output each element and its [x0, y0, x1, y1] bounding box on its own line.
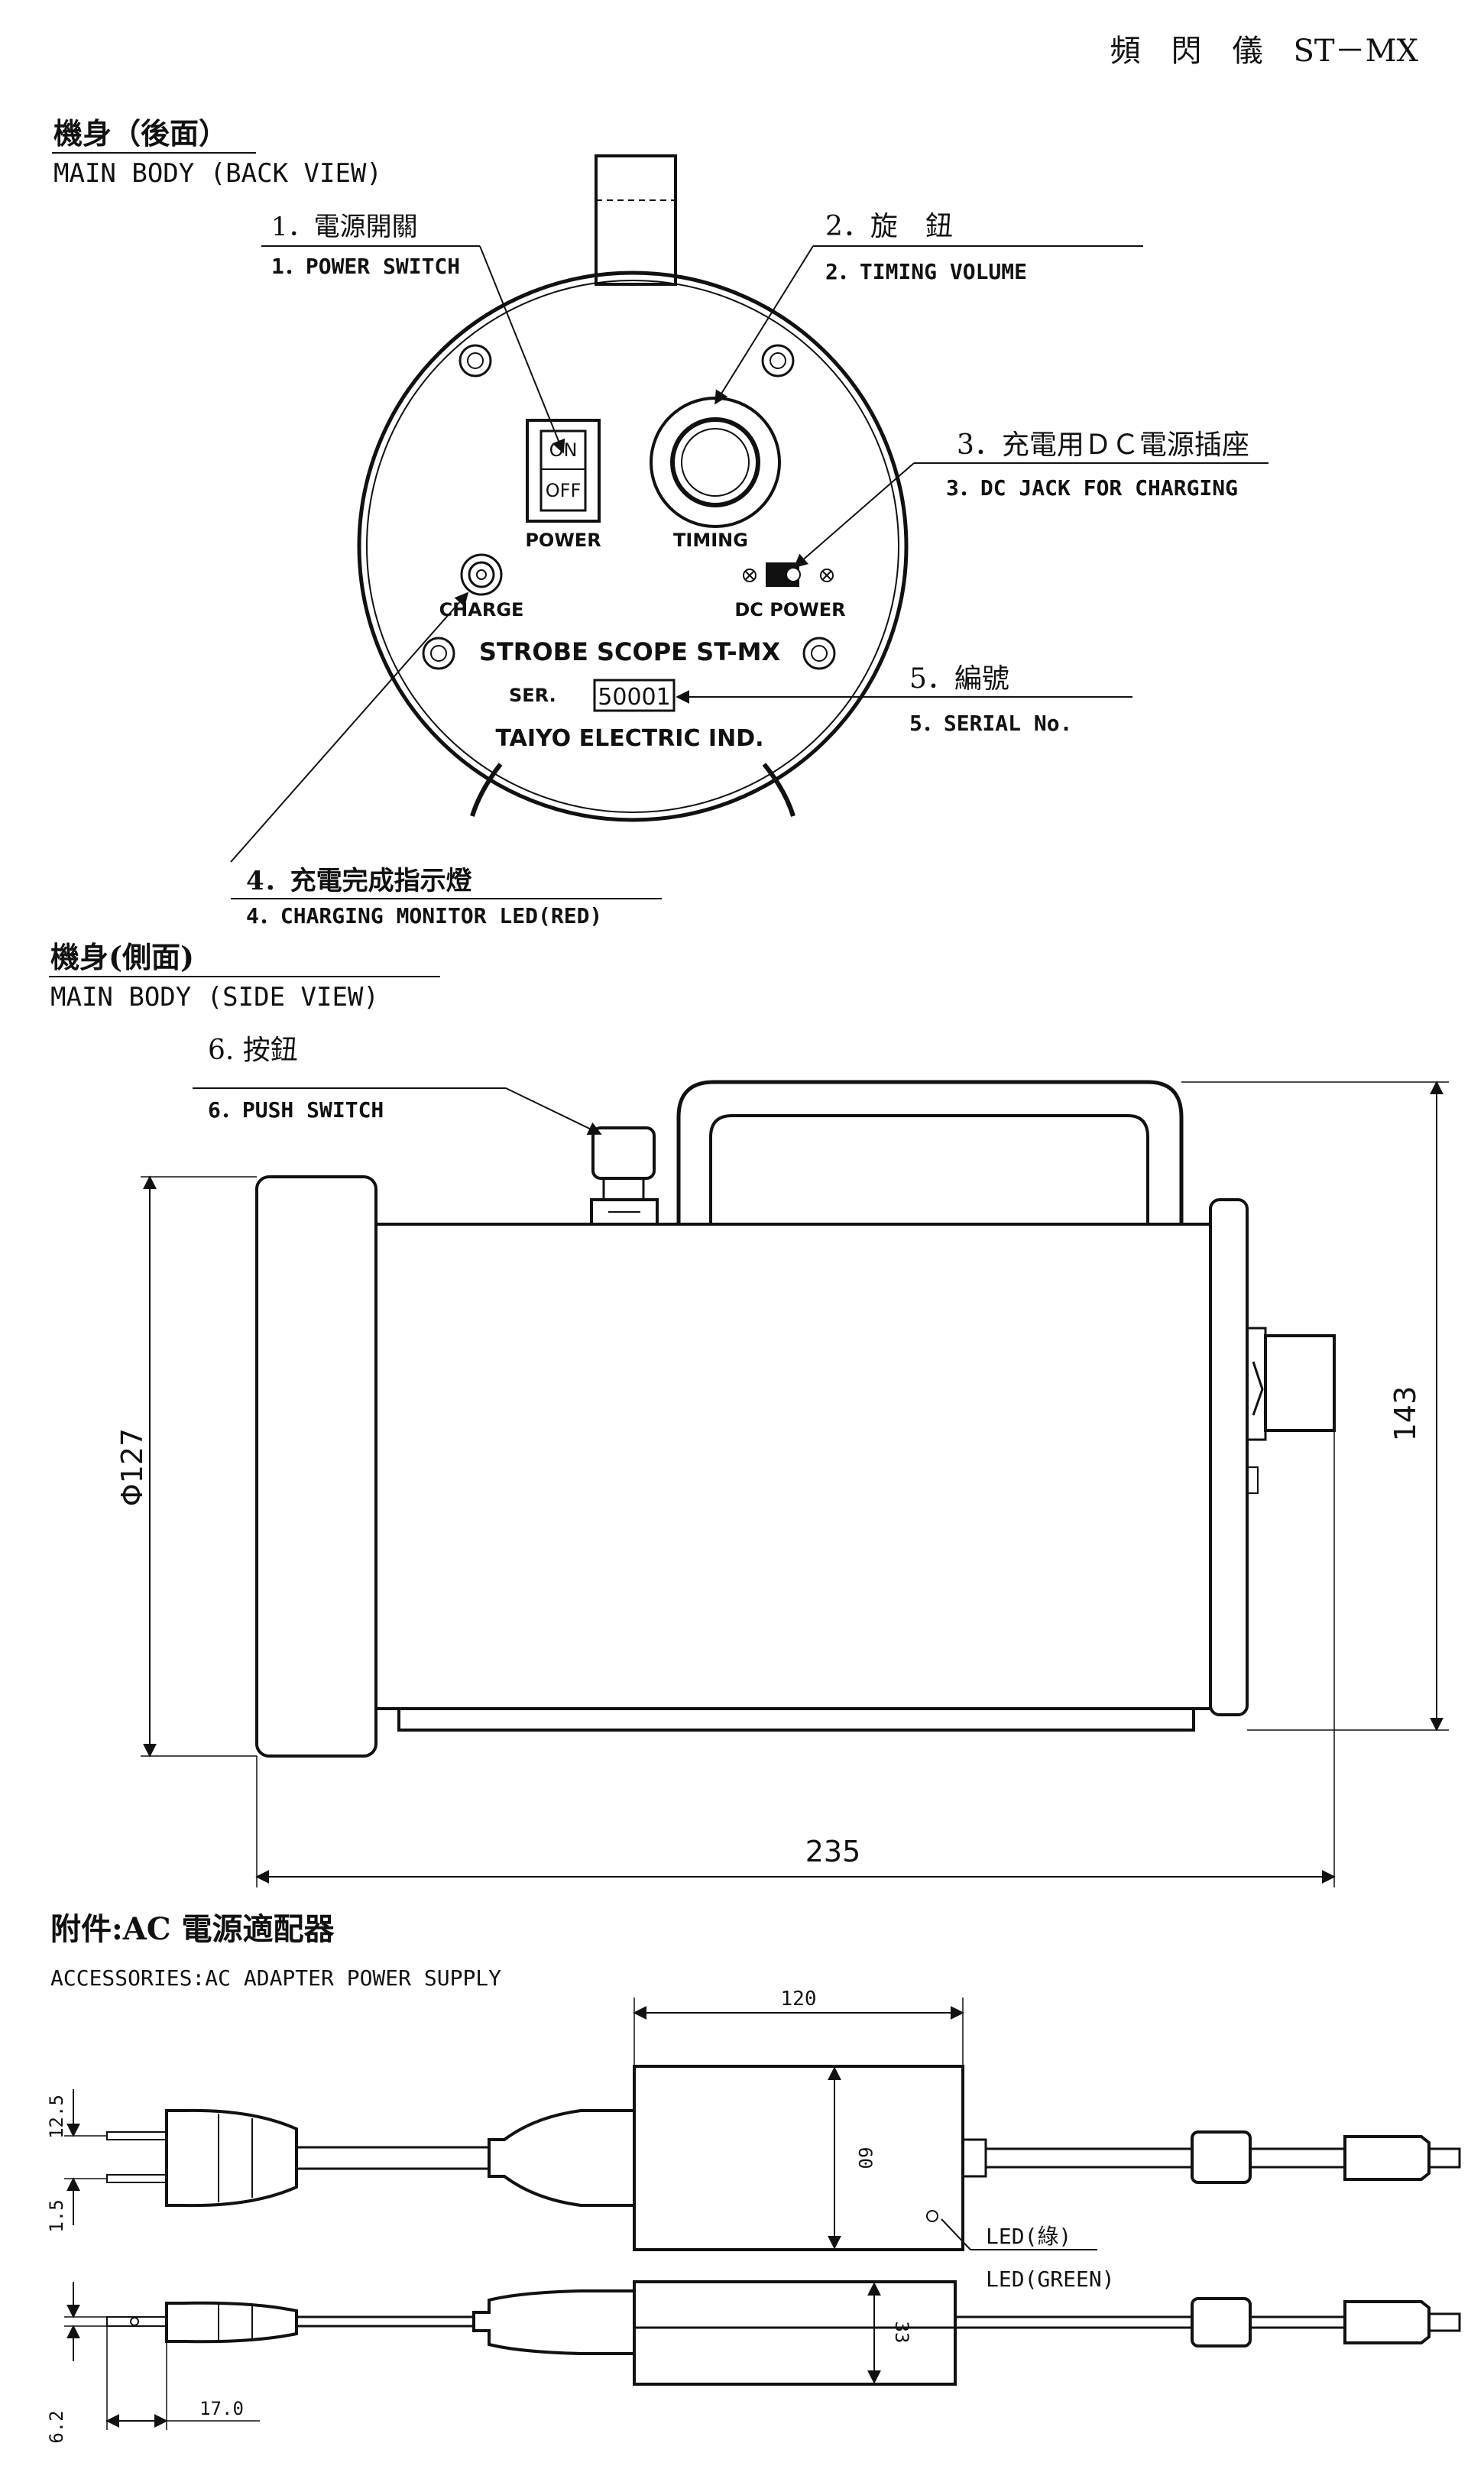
callout-6-en: 6．PUSH SWITCH — [208, 1097, 384, 1123]
led-label-zh: LED(綠) — [986, 2224, 1071, 2249]
callout-6-zh: 6. 按鈕 — [208, 1035, 298, 1066]
dim-pin-length — [105, 2326, 260, 2430]
ser-label: SER. — [509, 685, 556, 706]
serial-box — [593, 679, 676, 712]
side-view-title-en: MAIN BODY (SIDE VIEW) — [50, 982, 379, 1013]
carry-handle[interactable] — [676, 1080, 1184, 1224]
timing-knob[interactable] — [650, 397, 781, 528]
switch-off-label: OFF — [546, 480, 582, 501]
dim-pin-spacing — [64, 2089, 107, 2225]
back-view-title-zh: 機身（後面） — [53, 116, 228, 151]
dim-adapter-depth-label: 60 — [854, 2147, 876, 2169]
charge-led — [460, 553, 503, 596]
leader-push-switch — [505, 1087, 602, 1136]
dc-power-label: DC POWER — [734, 599, 845, 620]
back-panel-disc — [357, 271, 909, 822]
led-label-en: LED(GREEN) — [986, 2266, 1115, 2292]
callout-4-zh: 4．充電完成指示燈 — [246, 866, 472, 896]
dim-length — [255, 1431, 1336, 1887]
dim-diameter — [141, 1175, 257, 1758]
leader-led — [941, 2218, 971, 2250]
side-view-title-zh: 機身(側面) — [50, 940, 194, 974]
dim-adapter-width-label: 120 — [781, 1988, 817, 2011]
screw-icon — [458, 344, 492, 377]
adapter-side-view — [106, 2280, 1461, 2386]
adapter-top-view — [106, 2065, 1461, 2251]
callout-2-zh: 2．旋 鈕 — [825, 211, 953, 242]
power-label: POWER — [525, 530, 601, 551]
timing-label: TIMING — [673, 530, 748, 551]
dim-pin-thickness-label: 1.5 — [46, 2199, 67, 2232]
callout-5-zh: 5．編號 — [909, 663, 1009, 695]
dim-pin-width-label: 6.2 — [46, 2410, 67, 2443]
screw-icon — [422, 637, 455, 670]
dc-jack[interactable] — [743, 562, 834, 587]
callout-1-zh: 1．電源開關 — [271, 212, 418, 242]
callout-3-en: 3．DC JACK FOR CHARGING — [946, 475, 1238, 501]
switch-on-label: ON — [549, 439, 578, 461]
callout-5-en: 5．SERIAL No. — [909, 711, 1072, 736]
push-switch[interactable] — [590, 1126, 659, 1226]
callout-3-zh: 3．充電用ＤＣ電源插座 — [957, 429, 1249, 461]
leader-charge-led — [230, 591, 469, 863]
screw-icon — [761, 344, 795, 377]
charge-label: CHARGE — [439, 599, 524, 620]
side-body — [255, 1175, 1336, 1758]
dim-diameter-label: Φ127 — [115, 1428, 149, 1506]
model-plate: STROBE SCOPE ST-MX — [479, 637, 781, 666]
top-cable — [595, 154, 677, 286]
dim-pin-spacing-label: 12.5 — [46, 2095, 67, 2139]
dim-adapter-thickness-label: 33 — [891, 2322, 912, 2344]
dim-length-label: 235 — [805, 1835, 861, 1868]
dim-height-label: 143 — [1388, 1386, 1422, 1442]
callout-4-en: 4．CHARGING MONITOR LED(RED) — [246, 903, 602, 928]
accessories-title-zh: 附件:AC 電源適配器 — [50, 1911, 335, 1947]
screw-icon — [802, 637, 836, 670]
document-title: 頻 閃 儀 ST－MX — [1110, 34, 1418, 69]
leader-timing — [714, 245, 814, 405]
dim-pin-width — [64, 2282, 107, 2361]
dim-adapter-width — [633, 1998, 964, 2066]
callout-1-en: 1．POWER SWITCH — [271, 254, 460, 279]
callout-2-en: 2．TIMING VOLUME — [825, 259, 1027, 284]
leader-dc-jack — [793, 462, 915, 569]
leader-power-switch — [479, 245, 565, 454]
power-switch[interactable] — [526, 419, 601, 523]
serial-number: 50001 — [598, 684, 670, 711]
accessories-title-en: ACCESSORIES:AC ADAPTER POWER SUPPLY — [50, 1965, 501, 1991]
maker-plate: TAIYO ELECTRIC IND. — [496, 725, 764, 752]
dim-pin-length-label: 17.0 — [199, 2398, 244, 2419]
dim-height — [1181, 1081, 1449, 1732]
back-view-title-en: MAIN BODY (BACK VIEW) — [53, 158, 382, 189]
